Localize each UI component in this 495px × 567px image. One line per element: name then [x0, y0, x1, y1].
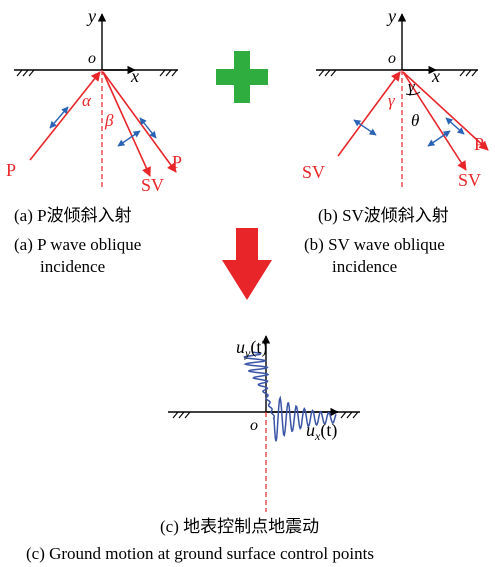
angle-theta-label: θ — [411, 111, 419, 130]
ground-motion-waveform — [243, 351, 337, 442]
caption-c-cn: (c) 地表控制点地震动 — [160, 517, 319, 536]
hatch-left-a — [16, 69, 35, 77]
reflected-sv-label-b: SV — [458, 170, 481, 190]
origin-label-c: o — [250, 417, 258, 434]
particle-motion-reflected-p — [139, 117, 157, 139]
caption-a-en-1: (a) P wave oblique — [14, 235, 141, 254]
uy-axis-label: uy(t) — [236, 337, 267, 360]
reflected-sv-label: SV — [141, 175, 164, 195]
particle-motion-incident-p — [49, 106, 69, 129]
angle-gamma-left-label: γ — [388, 91, 396, 110]
caption-c-en: (c) Ground motion at ground surface cont… — [26, 544, 374, 563]
reflected-sv-ray-b — [402, 71, 467, 171]
hatch-left-b — [318, 69, 337, 77]
arrow-down-icon — [222, 228, 272, 300]
ux-axis-label: ux(t) — [306, 420, 337, 443]
y-axis-label-a: y — [86, 6, 96, 26]
caption-b-cn: (b) SV波倾斜入射 — [318, 206, 449, 225]
reflected-p-ray-b — [402, 71, 489, 151]
plus-icon — [216, 51, 268, 103]
particle-motion-incident-sv — [353, 119, 377, 136]
caption-a-cn: (a) P波倾斜入射 — [14, 206, 132, 225]
hatch-right-c — [340, 411, 359, 419]
x-axis-label-a: x — [130, 66, 139, 86]
particle-motion-reflected-p-b — [445, 117, 465, 135]
panel-a: y x o α β P P SV (a) P波倾斜入射 (a) P wave o… — [6, 6, 182, 276]
hatch-right-a — [159, 69, 178, 77]
angle-beta-label: β — [104, 111, 114, 130]
reflected-p-label: P — [172, 152, 182, 172]
caption-b-en-2: incidence — [332, 257, 397, 276]
x-axis-label-b: x — [431, 66, 440, 86]
panel-c: uy(t) ux(t) o (c) 地表控制点地震动 (c) Ground mo… — [26, 335, 374, 563]
origin-label-a: o — [88, 50, 96, 67]
hatch-right-b — [459, 69, 478, 77]
origin-label-b: o — [388, 50, 396, 67]
reflected-sv-ray — [102, 71, 151, 177]
y-axis-label-b: y — [386, 6, 396, 26]
incident-sv-ray — [337, 71, 401, 157]
incident-sv-label: SV — [302, 162, 325, 182]
reflected-p-ray — [102, 71, 177, 173]
caption-a-en-2: incidence — [40, 257, 105, 276]
angle-gamma-right-label: γ — [408, 77, 416, 96]
angle-alpha-label: α — [82, 91, 92, 110]
reflected-p-label-b: P — [474, 134, 484, 154]
incident-p-label: P — [6, 160, 16, 180]
caption-b-en-1: (b) SV wave oblique — [304, 235, 445, 254]
hatch-left-c — [172, 411, 191, 419]
angle-arc-b — [405, 91, 421, 96]
particle-motion-reflected-sv — [117, 130, 141, 147]
panel-b: y x o γ γ θ SV P SV (b) SV波倾斜入射 (b) SV w… — [302, 6, 489, 276]
incident-p-ray — [29, 71, 101, 161]
